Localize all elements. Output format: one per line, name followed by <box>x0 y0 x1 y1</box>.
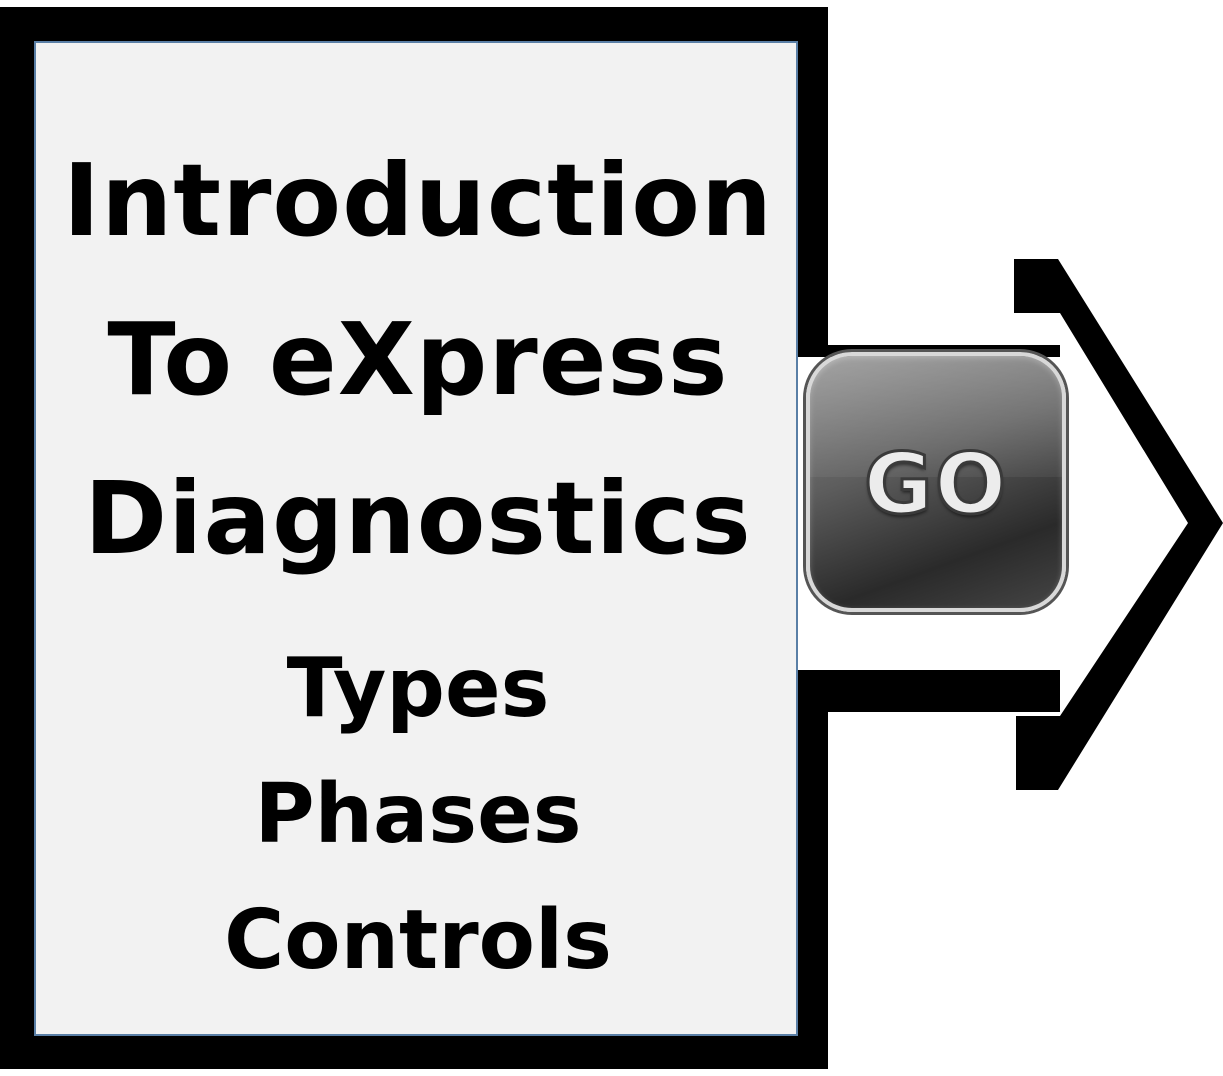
title-line-2: To eXpress <box>107 301 729 418</box>
topic-item-types: Types <box>286 641 550 736</box>
go-button-label: GO <box>862 434 1009 535</box>
go-button-gloss <box>810 356 1062 477</box>
topic-list: Types Phases Controls <box>36 626 800 1004</box>
chevron-right-arrow-icon <box>1014 259 1223 790</box>
title-line-1: Introduction <box>62 142 774 259</box>
topic-item-controls: Controls <box>224 893 612 988</box>
course-title: Introduction To eXpress Diagnostics <box>36 121 800 598</box>
course-card: Introduction To eXpress Diagnostics Type… <box>34 41 798 1036</box>
arrow-shaft-lower-bar <box>798 670 1060 712</box>
title-line-3: Diagnostics <box>84 460 752 577</box>
go-button[interactable]: GO <box>806 352 1066 612</box>
topic-item-phases: Phases <box>254 767 582 862</box>
